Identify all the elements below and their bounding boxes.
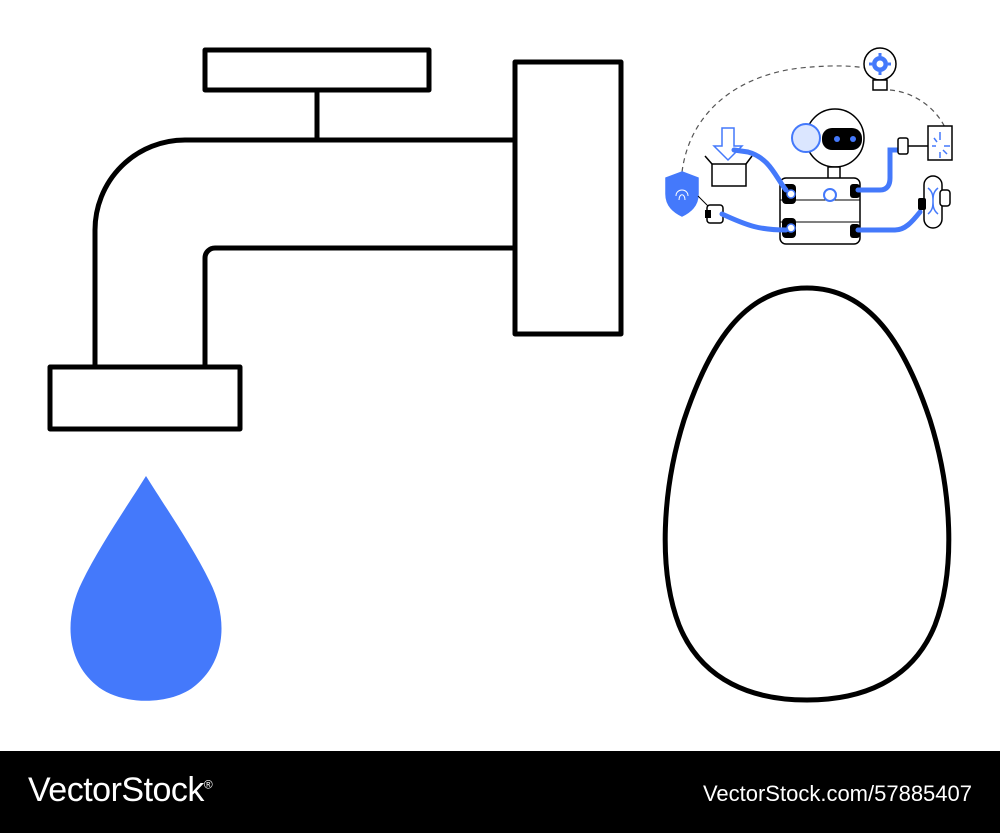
water-drop-icon — [70, 476, 222, 701]
robot-body — [779, 177, 861, 245]
dashed-arc — [681, 65, 949, 173]
robot-head — [791, 108, 865, 180]
test-tube-dna-icon — [918, 175, 951, 229]
faucet-icon — [47, 47, 624, 432]
lightbulb-gear-icon — [863, 47, 897, 91]
image-credit: VectorStock.com/57885407 — [702, 781, 972, 806]
box-download-icon — [704, 127, 753, 187]
microscope-icon — [897, 125, 953, 161]
robot-scene — [665, 47, 953, 245]
faucet-wall-mount — [512, 59, 624, 337]
footer-bar: VectorStock® VectorStock.com/57885407 — [0, 751, 1000, 833]
faucet-handle — [202, 47, 432, 93]
shield-fingerprint-icon — [665, 171, 709, 217]
faucet-pipe — [92, 137, 515, 371]
egg-icon — [662, 285, 952, 703]
brand-text: VectorStock — [28, 771, 204, 809]
illustration — [47, 47, 953, 703]
registered-mark: ® — [203, 777, 213, 792]
robot-arms — [719, 147, 923, 233]
brand-logo[interactable]: VectorStock® — [28, 771, 213, 810]
faucet-spout-tip — [47, 364, 243, 432]
